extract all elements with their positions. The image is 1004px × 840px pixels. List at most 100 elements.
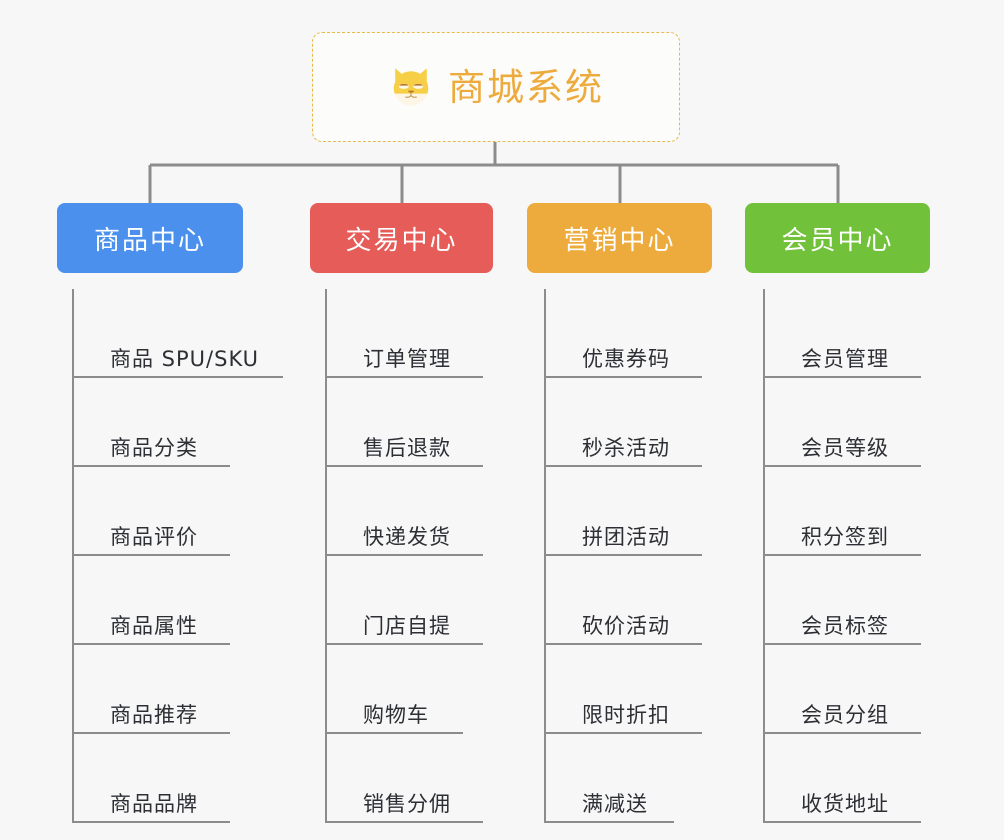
leaf-item-inner: 购物车 — [325, 699, 555, 734]
leaf-item-label: 满减送 — [582, 792, 648, 816]
branch-spine — [72, 289, 74, 823]
category-box-1[interactable]: 商品中心 — [57, 203, 243, 273]
leaf-item[interactable]: 商品 SPU/SKU — [72, 289, 302, 378]
leaf-item-underline — [72, 554, 230, 556]
leaf-item[interactable]: 商品评价 — [72, 467, 302, 556]
leaf-item-underline — [763, 821, 921, 823]
leaf-item-inner: 限时折扣 — [544, 699, 774, 734]
leaf-item-underline — [72, 376, 283, 378]
leaf-item-label: 拼团活动 — [582, 525, 670, 549]
leaf-item[interactable]: 砍价活动 — [544, 556, 774, 645]
leaf-item-label: 积分签到 — [801, 525, 889, 549]
leaf-item[interactable]: 满减送 — [544, 734, 774, 823]
leaf-item-label: 商品评价 — [110, 525, 198, 549]
leaf-item-underline — [72, 465, 230, 467]
category-title: 商品中心 — [93, 225, 206, 256]
leaf-item-label: 收货地址 — [801, 792, 889, 816]
leaf-item-label: 商品分类 — [110, 436, 198, 460]
leaf-item[interactable]: 优惠券码 — [544, 289, 774, 378]
leaf-item-label: 快递发货 — [363, 525, 451, 549]
category-column-4: 会员中心会员管理会员等级积分签到会员标签会员分组收货地址 — [745, 203, 993, 823]
leaf-item[interactable]: 快递发货 — [325, 467, 555, 556]
leaf-item-label: 会员等级 — [801, 436, 889, 460]
leaf-item[interactable]: 销售分佣 — [325, 734, 555, 823]
leaf-item-label: 订单管理 — [363, 347, 451, 371]
leaf-item[interactable]: 商品分类 — [72, 378, 302, 467]
leaf-item-underline — [325, 643, 483, 645]
leaf-item-inner: 收货地址 — [763, 788, 993, 823]
root-title: 商城系统 — [448, 65, 604, 109]
leaf-item-label: 售后退款 — [363, 436, 451, 460]
leaf-item-label: 会员管理 — [801, 347, 889, 371]
leaf-item-underline — [325, 732, 463, 734]
leaf-item[interactable]: 积分签到 — [763, 467, 993, 556]
category-column-3: 营销中心优惠券码秒杀活动拼团活动砍价活动限时折扣满减送 — [527, 203, 774, 823]
category-box-4[interactable]: 会员中心 — [745, 203, 930, 273]
leaf-item-label: 购物车 — [363, 703, 429, 727]
leaf-item-underline — [72, 821, 230, 823]
leaf-item-label: 商品推荐 — [110, 703, 198, 727]
leaf-item[interactable]: 会员等级 — [763, 378, 993, 467]
leaf-item[interactable]: 会员分组 — [763, 645, 993, 734]
leaf-item[interactable]: 会员标签 — [763, 556, 993, 645]
leaf-item-label: 优惠券码 — [582, 347, 670, 371]
leaf-item[interactable]: 门店自提 — [325, 556, 555, 645]
leaf-item[interactable]: 售后退款 — [325, 378, 555, 467]
leaf-list: 商品 SPU/SKU 商品分类商品评价商品属性商品推荐商品品牌 — [72, 289, 302, 823]
category-title: 会员中心 — [781, 225, 894, 256]
category-box-3[interactable]: 营销中心 — [527, 203, 712, 273]
leaf-item-underline — [544, 376, 702, 378]
leaf-item-inner: 门店自提 — [325, 610, 555, 645]
leaf-item[interactable]: 会员管理 — [763, 289, 993, 378]
leaf-item-inner: 商品推荐 — [72, 699, 302, 734]
category-column-2: 交易中心订单管理售后退款快递发货门店自提购物车销售分佣 — [310, 203, 555, 823]
leaf-item-inner: 优惠券码 — [544, 343, 774, 378]
leaf-item[interactable]: 秒杀活动 — [544, 378, 774, 467]
shiba-dog-face-icon — [393, 68, 429, 106]
leaf-item-underline — [325, 376, 483, 378]
leaf-item-underline — [544, 465, 702, 467]
category-box-2[interactable]: 交易中心 — [310, 203, 493, 273]
leaf-item-inner: 积分签到 — [763, 521, 993, 556]
leaf-list: 会员管理会员等级积分签到会员标签会员分组收货地址 — [763, 289, 993, 823]
root-node[interactable]: 商城系统 — [312, 32, 680, 142]
branch-spine — [325, 289, 327, 823]
leaf-item-underline — [544, 821, 674, 823]
leaf-item[interactable]: 拼团活动 — [544, 467, 774, 556]
branch-spine — [763, 289, 765, 823]
leaf-item[interactable]: 商品品牌 — [72, 734, 302, 823]
leaf-item[interactable]: 商品属性 — [72, 556, 302, 645]
leaf-list: 优惠券码秒杀活动拼团活动砍价活动限时折扣满减送 — [544, 289, 774, 823]
leaf-item-underline — [325, 554, 483, 556]
leaf-item-inner: 会员管理 — [763, 343, 993, 378]
leaf-item-inner: 秒杀活动 — [544, 432, 774, 467]
leaf-item-inner: 商品评价 — [72, 521, 302, 556]
leaf-item-label: 商品品牌 — [110, 792, 198, 816]
leaf-item-inner: 订单管理 — [325, 343, 555, 378]
leaf-item-inner: 商品属性 — [72, 610, 302, 645]
leaf-item-underline — [763, 643, 921, 645]
leaf-item-label: 限时折扣 — [582, 703, 670, 727]
leaf-item[interactable]: 购物车 — [325, 645, 555, 734]
category-column-1: 商品中心商品 SPU/SKU 商品分类商品评价商品属性商品推荐商品品牌 — [57, 203, 302, 823]
leaf-item[interactable]: 限时折扣 — [544, 645, 774, 734]
leaf-item-inner: 会员标签 — [763, 610, 993, 645]
leaf-item[interactable]: 商品推荐 — [72, 645, 302, 734]
leaf-item-underline — [72, 732, 230, 734]
leaf-item-underline — [763, 554, 921, 556]
leaf-item-underline — [763, 376, 921, 378]
leaf-item-underline — [544, 643, 702, 645]
leaf-item-underline — [763, 732, 921, 734]
leaf-item-inner: 商品品牌 — [72, 788, 302, 823]
leaf-item-inner: 会员分组 — [763, 699, 993, 734]
leaf-item-label: 会员分组 — [801, 703, 889, 727]
leaf-item-label: 商品 SPU/SKU — [110, 347, 260, 371]
leaf-item-inner: 会员等级 — [763, 432, 993, 467]
leaf-item[interactable]: 收货地址 — [763, 734, 993, 823]
leaf-item-label: 销售分佣 — [363, 792, 451, 816]
leaf-item-label: 商品属性 — [110, 614, 198, 638]
leaf-item-underline — [763, 465, 921, 467]
leaf-item-inner: 售后退款 — [325, 432, 555, 467]
leaf-item[interactable]: 订单管理 — [325, 289, 555, 378]
